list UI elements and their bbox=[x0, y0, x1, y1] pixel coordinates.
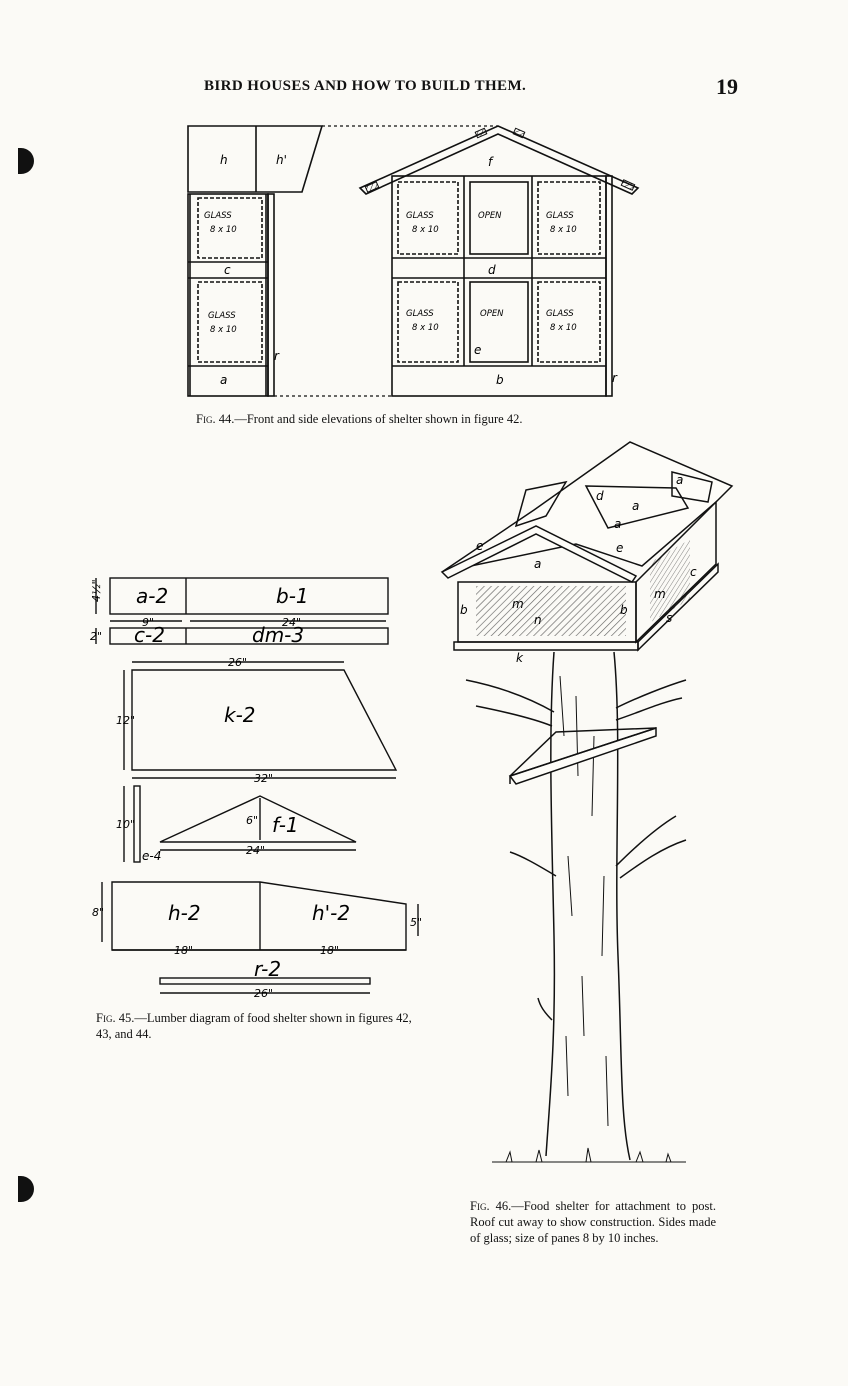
figure-45: a-2 b-1 c-2 dm-3 k-2 f-1 e-4 h-2 h'-2 r-… bbox=[90, 577, 422, 1000]
label-r-front: r bbox=[612, 371, 618, 385]
dim-24b: 24" bbox=[246, 844, 265, 857]
board-a2-b1 bbox=[109, 577, 389, 615]
fig46-label-e1: e bbox=[476, 539, 483, 553]
fig46-caption: Fig. 46.—Food shelter for attachment to … bbox=[470, 1198, 716, 1246]
fig46-caption-label: Fig. 46. bbox=[470, 1199, 512, 1213]
front-bottom-right-line2: 8 x 10 bbox=[550, 323, 577, 333]
dim-5: 5" bbox=[410, 916, 422, 929]
front-bottom-left-line1: GLASS bbox=[406, 309, 434, 319]
dim-10: 10" bbox=[116, 818, 135, 831]
label-e: e bbox=[474, 343, 481, 357]
part-e4: e-4 bbox=[142, 849, 161, 863]
fig45-caption: Fig. 45.—Lumber diagram of food shelter … bbox=[96, 1010, 426, 1042]
fig46-label-m2: m bbox=[654, 587, 666, 601]
dim-18b: 18" bbox=[320, 944, 339, 957]
board-e4 bbox=[133, 785, 141, 863]
part-f1: f-1 bbox=[272, 813, 299, 837]
label-c: c bbox=[224, 263, 231, 277]
label-h: h bbox=[220, 153, 228, 167]
part-k2: k-2 bbox=[224, 703, 256, 727]
board-f1 bbox=[159, 795, 357, 843]
board-k2 bbox=[131, 669, 398, 771]
front-roof bbox=[358, 125, 640, 195]
front-bottom-right-line1: GLASS bbox=[546, 309, 574, 319]
dim-32: 32" bbox=[254, 772, 273, 785]
fig46-label-m1: m bbox=[512, 597, 524, 611]
dim-18a: 18" bbox=[174, 944, 193, 957]
binding-mark-bottom bbox=[18, 1176, 34, 1202]
dim-6: 6" bbox=[246, 814, 258, 827]
dim-2: 2" bbox=[90, 630, 102, 643]
page-number: 19 bbox=[716, 74, 738, 99]
part-b1: b-1 bbox=[276, 584, 309, 608]
fig46-label-k: k bbox=[516, 651, 524, 665]
part-dm3: dm-3 bbox=[252, 623, 304, 647]
dim-12: 12" bbox=[116, 714, 135, 727]
front-top-left-line1: GLASS bbox=[406, 211, 434, 221]
dim-8: 8" bbox=[92, 906, 104, 919]
fig45-caption-label: Fig. 45. bbox=[96, 1011, 135, 1025]
fig45-caption-text: —Lumber diagram of food shelter shown in… bbox=[96, 1011, 412, 1041]
front-bottom-mid: OPEN bbox=[480, 309, 504, 319]
fig46-caption-text: —Food shelter for attachment to post. Ro… bbox=[470, 1199, 716, 1245]
running-title: BIRD HOUSES AND HOW TO BUILD THEM. bbox=[204, 78, 527, 94]
label-f: f bbox=[488, 155, 494, 169]
fig46-label-s: s bbox=[666, 611, 672, 625]
fig46-label-a3: a bbox=[614, 517, 621, 531]
fig46-label-b2: b bbox=[620, 603, 628, 617]
front-top-mid: OPEN bbox=[478, 211, 502, 221]
board-c2-dm3 bbox=[109, 627, 389, 645]
shelter-body-side bbox=[635, 500, 717, 644]
dim-4half: 4½" bbox=[90, 579, 103, 602]
figure-46: a a a a d e e b b m m c n s k bbox=[440, 441, 734, 1163]
fig46-label-n: n bbox=[534, 613, 542, 627]
board-h2-hprime2 bbox=[111, 881, 407, 951]
page-header: BIRD HOUSES AND HOW TO BUILD THEM. 19 bbox=[204, 74, 744, 104]
dim-9: 9" bbox=[142, 616, 154, 629]
roof-cutaway bbox=[584, 485, 690, 529]
side-top-pane-line2: 8 x 10 bbox=[210, 225, 237, 235]
front-top-right-line1: GLASS bbox=[546, 211, 574, 221]
fig46-label-a2: a bbox=[632, 499, 639, 513]
label-h-prime: h' bbox=[276, 153, 287, 167]
side-bottom-pane-line1: GLASS bbox=[208, 311, 236, 321]
label-r-side: r bbox=[274, 349, 280, 363]
label-b: b bbox=[496, 373, 504, 387]
part-c2: c-2 bbox=[134, 623, 165, 647]
fig44-caption: Fig. 44.—Front and side elevations of sh… bbox=[196, 411, 636, 427]
label-a: a bbox=[220, 373, 227, 387]
dim-26b: 26" bbox=[254, 987, 273, 1000]
front-elevation bbox=[391, 175, 607, 397]
board-r2 bbox=[159, 977, 371, 985]
figure-44: h h' GLASS 8 x 10 c GLASS 8 x 10 a r f G… bbox=[187, 125, 640, 397]
part-a2: a-2 bbox=[136, 584, 168, 608]
side-roof-panel bbox=[187, 125, 324, 193]
fig46-label-a1: a bbox=[534, 557, 541, 571]
fig46-label-d: d bbox=[596, 489, 604, 503]
front-top-left-line2: 8 x 10 bbox=[412, 225, 439, 235]
fig46-label-b1: b bbox=[460, 603, 468, 617]
dim-24a: 24" bbox=[282, 616, 301, 629]
part-hprime2: h'-2 bbox=[312, 901, 350, 925]
fig46-label-e2: e bbox=[616, 541, 623, 555]
side-bottom-pane-line2: 8 x 10 bbox=[210, 325, 237, 335]
dim-26a: 26" bbox=[228, 656, 247, 669]
label-d: d bbox=[488, 263, 496, 277]
post bbox=[465, 651, 687, 1163]
fig44-caption-text: —Front and side elevations of shelter sh… bbox=[234, 412, 523, 426]
part-h2: h-2 bbox=[168, 901, 201, 925]
binding-mark-top bbox=[18, 148, 34, 174]
side-top-pane-line1: GLASS bbox=[204, 211, 232, 221]
fig44-caption-label: Fig. 44. bbox=[196, 412, 235, 426]
front-top-right-line2: 8 x 10 bbox=[550, 225, 577, 235]
front-bottom-left-line2: 8 x 10 bbox=[412, 323, 439, 333]
part-r2: r-2 bbox=[254, 957, 281, 981]
fig46-label-c: c bbox=[690, 565, 697, 579]
fig46-label-a4: a bbox=[676, 473, 683, 487]
